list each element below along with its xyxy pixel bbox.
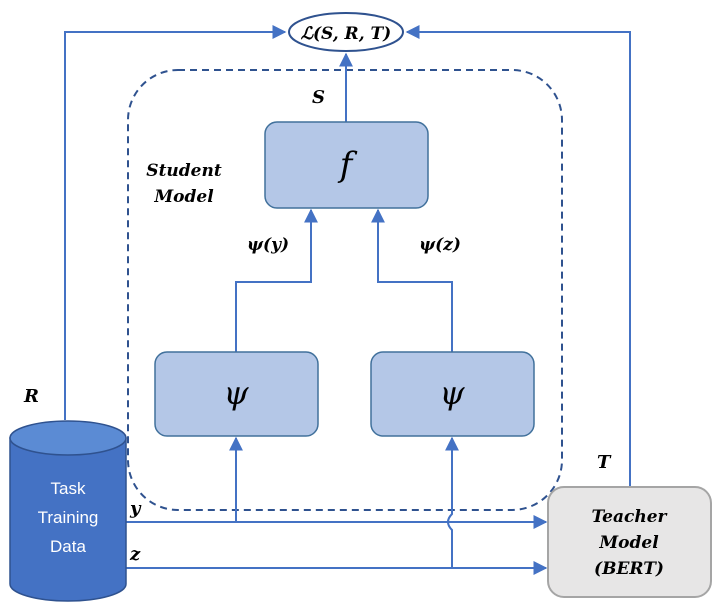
student-model-boundary bbox=[127, 69, 563, 511]
f-node bbox=[264, 121, 429, 209]
psi-right-node bbox=[370, 351, 535, 437]
data-label-line2: Training bbox=[38, 508, 99, 527]
teacher-label-line2: Model bbox=[598, 533, 659, 553]
z-label: z bbox=[129, 544, 141, 565]
data-label-line3: Data bbox=[50, 537, 86, 556]
psi-left-label: ψ bbox=[223, 374, 249, 412]
teacher-label-line1: Teacher bbox=[591, 507, 667, 527]
psi-right-label: ψ bbox=[439, 374, 465, 412]
student-model-label-line1: Student bbox=[146, 161, 222, 181]
student-model-label-line2: Model bbox=[153, 187, 214, 207]
psi-left-node bbox=[154, 351, 319, 437]
r-label: R bbox=[23, 386, 39, 407]
teacher-label-line3: (BERT) bbox=[594, 559, 664, 579]
data-label-line1: Task bbox=[51, 479, 86, 498]
task-training-data-cylinder bbox=[9, 420, 127, 602]
t-label: T bbox=[597, 452, 612, 473]
student-output-label: S bbox=[312, 87, 325, 108]
edge-psi-left-to-f bbox=[235, 208, 318, 352]
y-label: y bbox=[129, 498, 142, 519]
edge-z-to-psi-right bbox=[445, 436, 459, 568]
psi-z-label: ψ(z) bbox=[419, 235, 461, 255]
edge-r-to-loss bbox=[64, 25, 287, 420]
loss-label: ℒ(S, R, T) bbox=[301, 24, 391, 44]
teacher-model-node bbox=[547, 486, 712, 598]
edge-t-to-loss bbox=[405, 25, 631, 487]
edge-psi-right-to-f bbox=[371, 208, 453, 352]
psi-y-label: ψ(y) bbox=[247, 235, 289, 255]
loss-node bbox=[288, 12, 404, 52]
